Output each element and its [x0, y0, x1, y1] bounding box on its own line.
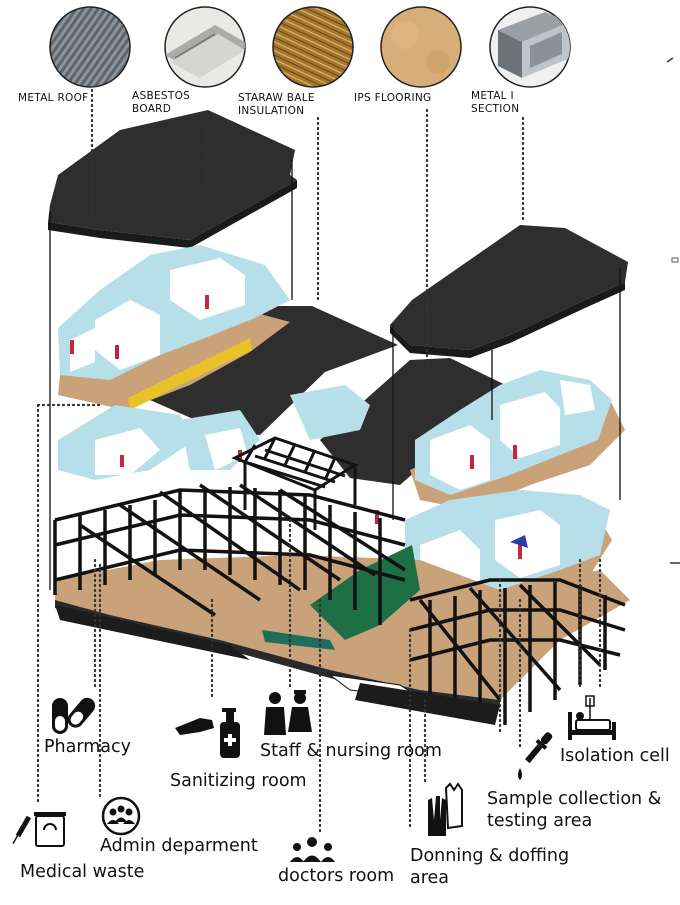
metal-roof-swatch-icon — [49, 6, 131, 88]
straw-bale-swatch-icon — [272, 6, 354, 88]
hand-sanitizer-icon — [175, 708, 240, 758]
roof-slab-left — [48, 110, 297, 248]
material-label-asbestos-board: ASBESTOS BOARD — [132, 90, 190, 116]
material-label-line: METAL I — [471, 90, 514, 102]
room-label-text: Donning & doffing — [410, 846, 570, 866]
room-label-text: Pharmacy — [44, 737, 132, 757]
dropper-icon — [518, 732, 553, 780]
room-label-text: Isolation cell — [560, 746, 670, 766]
medical-waste-icon — [12, 812, 66, 847]
admin-group-icon — [101, 796, 141, 836]
material-label-metal-roof: METAL ROOF — [18, 92, 89, 105]
room-label-text: Medical waste — [20, 862, 145, 882]
material-label-line: STARAW BALE — [238, 92, 315, 104]
material-label-line: ASBESTOS — [132, 90, 191, 102]
roof-slab-center — [150, 306, 520, 485]
material-label-line: IPS FLOORING — [354, 92, 432, 104]
room-label-admin: Admin deparment — [100, 835, 258, 857]
room-label-text: testing area — [487, 811, 593, 831]
staff-nurse-icon — [264, 690, 312, 735]
material-label-line: METAL ROOF — [18, 92, 89, 104]
room-label-doctors: doctors room — [278, 865, 394, 887]
roof-slab-right — [390, 225, 628, 358]
upper-floor-right — [410, 370, 625, 510]
room-label-donning-doffing: Donning & doffing area — [410, 845, 569, 889]
room-label-medical-waste: Medical waste — [20, 861, 144, 883]
room-label-pharmacy: Pharmacy — [44, 736, 131, 758]
room-label-text: Admin deparment — [100, 836, 258, 856]
material-label-line: BOARD — [132, 103, 172, 115]
material-label-metal-i-section: METAL I SECTION — [471, 90, 519, 116]
room-label-text: Sanitizing room — [170, 771, 307, 791]
room-label-sample-collection: Sample collection & testing area — [487, 788, 661, 832]
room-label-isolation-cell: Isolation cell — [560, 745, 670, 767]
room-label-text: area — [410, 868, 450, 888]
ground-slab-edge — [55, 605, 500, 725]
metal-i-section-swatch-icon — [489, 6, 571, 88]
doctors-group-icon — [290, 837, 335, 862]
material-label-line: SECTION — [471, 103, 520, 115]
material-label-straw-bale: STARAW BALE INSULATION — [238, 92, 315, 118]
room-label-text: doctors room — [278, 866, 395, 886]
pill-icon — [52, 697, 96, 734]
room-label-staff-nursing: Staff & nursing room — [260, 740, 442, 762]
upper-floor-left — [58, 245, 290, 410]
vertical-guides — [49, 160, 621, 590]
room-label-sanitizing: Sanitizing room — [170, 770, 307, 792]
room-label-text: Sample collection & — [487, 789, 662, 809]
material-label-line: INSULATION — [238, 105, 305, 117]
room-label-text: Staff & nursing room — [260, 741, 442, 761]
ips-flooring-swatch-icon — [380, 6, 462, 88]
pergola-frame — [231, 436, 359, 530]
gloves-icon — [428, 782, 463, 836]
material-label-ips-flooring: IPS FLOORING — [354, 92, 431, 105]
asbestos-board-swatch-icon — [164, 6, 246, 88]
leader-lines — [36, 88, 602, 837]
hospital-bed-icon — [568, 695, 616, 740]
